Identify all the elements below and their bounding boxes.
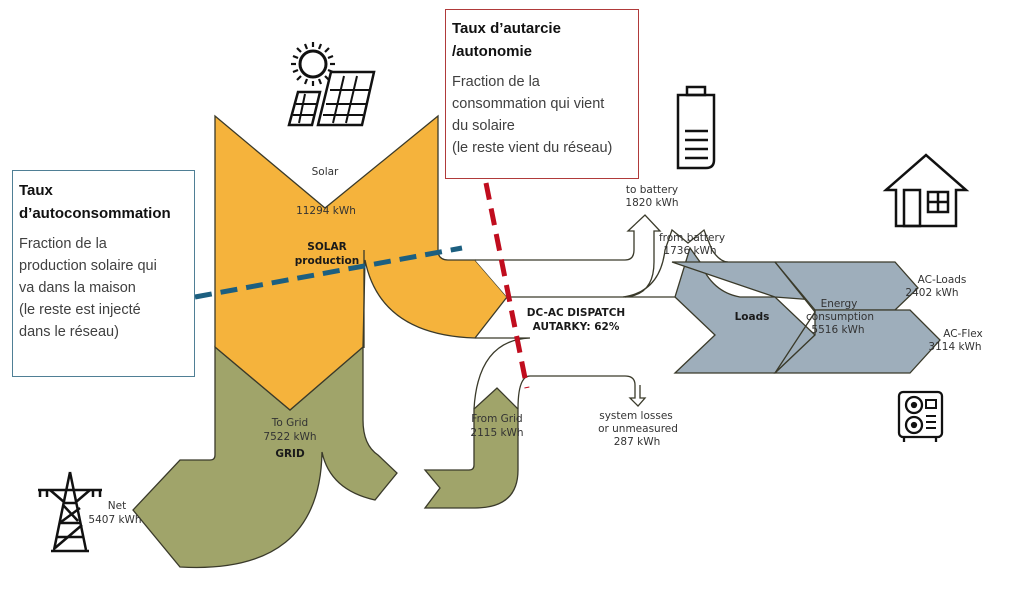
autoconso-line-5: dans le réseau)	[19, 324, 119, 340]
autoconsommation-callout: Taux d’autoconsommation Fraction de la p…	[12, 170, 195, 377]
sun-solar-panel-icon	[287, 42, 376, 127]
autoconso-line-3: va dans la maison	[19, 280, 136, 296]
dispatch-to-battery-flow	[475, 214, 662, 298]
autarky-boundary-line	[483, 182, 530, 389]
from-grid-flow	[423, 387, 519, 509]
autarcie-title-1: Taux d’autarcie	[452, 20, 561, 37]
autarcie-title-2: /autonomie	[452, 43, 533, 60]
to-battery-label: to battery	[626, 184, 678, 196]
autoconsommation-title: Taux d’autoconsommation	[19, 182, 171, 222]
from-battery-label: from battery	[659, 232, 725, 244]
losses-value: 287 kWh	[614, 436, 661, 448]
autoconso-line-2: production solaire qui	[19, 258, 157, 274]
net-value: 5407 kWh	[88, 514, 141, 526]
solar-name-2: production	[295, 255, 359, 267]
net-label: Net	[108, 500, 126, 512]
ac-loads-label: AC-Loads	[918, 274, 967, 286]
dispatch-losses-flow	[517, 375, 647, 410]
energy-consumption-boundary	[774, 261, 816, 374]
ac-flex-flow	[773, 309, 941, 374]
solar-value: 11294 kWh	[296, 205, 356, 217]
solar-flow	[214, 114, 508, 411]
from-grid-label: From Grid	[471, 413, 522, 425]
dispatch-name: DC-AC DISPATCH	[527, 307, 625, 319]
pylon-icon	[38, 471, 102, 553]
autarcie-line-4: (le reste vient du réseau)	[452, 140, 613, 156]
grid-flow	[132, 345, 398, 569]
energy-consumption-value: 5516 kWh	[811, 324, 864, 336]
ac-loads-value: 2402 kWh	[905, 287, 958, 299]
losses-label-2: or unmeasured	[598, 423, 678, 435]
ac-flex-label: AC-Flex	[943, 328, 983, 340]
autoconsommation-boundary-line	[194, 245, 463, 300]
house-icon	[882, 153, 970, 228]
autoconsommation-body: Fraction de la production solaire qui va…	[19, 233, 188, 343]
grid-name: GRID	[275, 448, 305, 460]
solar-label: Solar	[312, 166, 339, 178]
autarcie-line-1: Fraction de la	[452, 74, 540, 90]
energy-consumption-label-2: consumption	[806, 311, 874, 323]
autarcie-line-3: du solaire	[452, 118, 515, 134]
to-grid-label: To Grid	[271, 417, 308, 429]
loads-name: Loads	[735, 311, 770, 323]
ac-flex-value: 3114 kWh	[928, 341, 981, 353]
battery-icon	[676, 85, 716, 170]
autoconso-line-1: Fraction de la	[19, 236, 107, 252]
losses-label-1: system losses	[599, 410, 673, 422]
autoconso-line-4: (le reste est injecté	[19, 302, 141, 318]
to-grid-value: 7522 kWh	[263, 431, 316, 443]
dispatch-autarky: AUTARKY: 62%	[533, 321, 620, 333]
autarcie-line-2: consommation qui vient	[452, 96, 605, 112]
from-grid-value: 2115 kWh	[470, 427, 523, 439]
autarcie-body: Fraction de la consommation qui vient du…	[452, 71, 632, 159]
from-battery-value: 1736 kWh	[663, 245, 716, 257]
autarcie-callout: Taux d’autarcie /autonomie Fraction de l…	[445, 9, 639, 179]
to-battery-value: 1820 kWh	[625, 197, 678, 209]
ac-loads-flow	[774, 261, 919, 311]
heat-pump-icon	[897, 390, 944, 442]
energy-consumption-label-1: Energy	[821, 298, 858, 310]
solar-name-1: SOLAR	[307, 241, 346, 253]
